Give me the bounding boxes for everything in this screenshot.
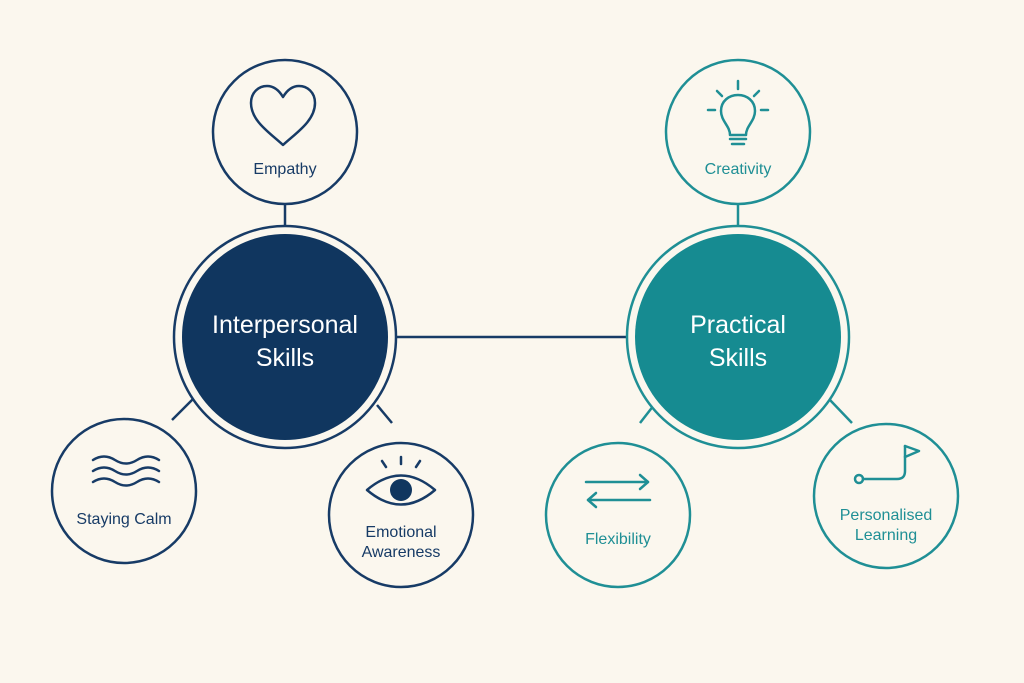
hub-interpersonal-line1: Interpersonal: [212, 311, 358, 339]
lightbulb-icon: [706, 79, 770, 146]
connector-personalised-learning: [829, 399, 853, 424]
eye-icon: [365, 455, 437, 506]
hub-practical-line1: Practical: [690, 311, 786, 339]
label-empathy: Empathy: [253, 161, 316, 178]
arrows-icon: [584, 473, 652, 509]
label-personalised-learning-line1: Personalised: [840, 507, 933, 524]
hub-practical-line2: Skills: [709, 344, 767, 372]
label-emotional-awareness-line2: Awareness: [362, 544, 441, 561]
heart-icon: [249, 84, 317, 147]
label-staying-calm: Staying Calm: [76, 511, 171, 528]
node-empathy: Empathy: [211, 58, 359, 206]
hub-practical-skills: Practical Skills: [625, 224, 851, 450]
hub-interpersonal-skills: Interpersonal Skills: [172, 224, 398, 450]
node-creativity: Creativity: [664, 58, 812, 206]
label-flexibility: Flexibility: [585, 531, 651, 548]
node-flexibility: Flexibility: [544, 441, 692, 589]
connector-staying-calm: [171, 397, 195, 421]
hub-interpersonal-line2: Skills: [256, 344, 314, 372]
label-personalised-learning-line2: Learning: [855, 527, 917, 544]
path-flag-icon: [853, 444, 921, 485]
label-creativity: Creativity: [705, 161, 772, 178]
node-personalised-learning: Personalised Learning: [812, 422, 960, 570]
connector-emotional-awareness: [376, 404, 393, 424]
waves-icon: [91, 455, 161, 487]
node-emotional-awareness: Emotional Awareness: [327, 441, 475, 589]
node-staying-calm: Staying Calm: [50, 417, 198, 565]
label-emotional-awareness-line1: Emotional: [365, 524, 436, 541]
